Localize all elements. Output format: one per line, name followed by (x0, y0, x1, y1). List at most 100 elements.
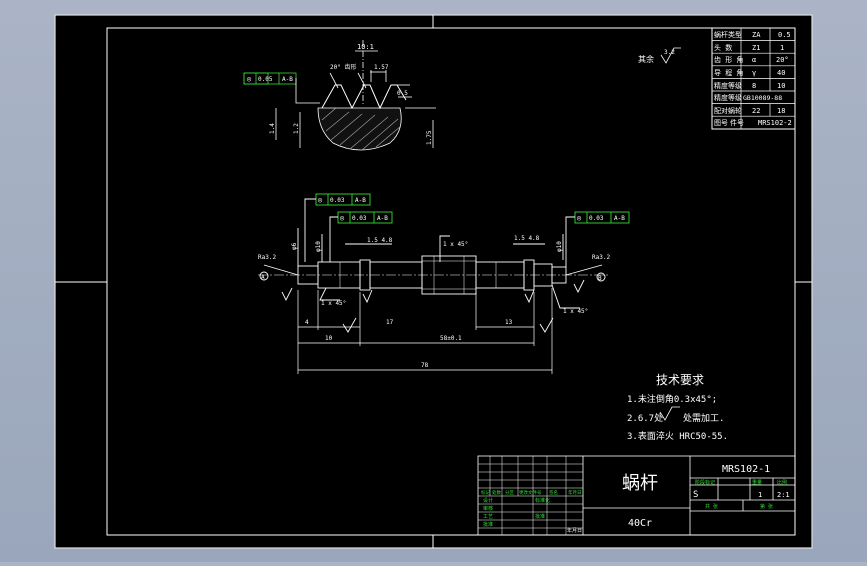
detail-dim-h3: 1.75 (426, 130, 433, 145)
detail-tol-value: 0.05 (258, 76, 273, 83)
main-view: ◎ 0.03 A-B ◎ 0.03 A-B ◎ 0.03 A-B φ6 φ10 … (258, 193, 630, 374)
tol1-datum: A-B (355, 197, 366, 204)
spec-row-7-symbol: 件号 (730, 118, 744, 127)
spec-row-5-label: 精度等级 (714, 93, 742, 102)
tol1-value: 0.03 (330, 197, 345, 204)
weight-header: 重量 (752, 479, 762, 486)
tech-item-3: 3.表面淬火 HRC50-55. (627, 430, 728, 442)
tol2-symbol: ◎ (340, 214, 345, 222)
spec-row-5-symbol: GB10089-88 (743, 94, 782, 102)
approval-label: 批准 (535, 513, 545, 520)
spec-row-1-symbol: Z1 (752, 44, 760, 52)
material: 40Cr (628, 518, 652, 529)
tech-title: 技术要求 (656, 373, 704, 387)
spec-row-2-value: 20° (776, 56, 789, 64)
detail-tol-datum: A-B (282, 76, 293, 83)
groove-right: 1.5 4.8 (514, 235, 540, 242)
detail-angle: 20° 齿形 (330, 63, 356, 71)
spec-table: 蜗杆类型 ZA 0.5 头 数 Z1 1 齿 形 角 α 20° 导 程 角 γ… (711, 27, 796, 130)
centering-marks (55, 15, 812, 548)
scale-header: 比例 (777, 479, 787, 486)
roughness-value: 3.2 (664, 49, 675, 56)
left-end-roughness: A Ra3.2 (258, 254, 299, 302)
detail-scale: 10:1 (357, 43, 374, 51)
spec-row-1-label: 头 数 (714, 43, 732, 52)
tol2-value: 0.03 (352, 215, 367, 222)
chamfer-mid: 1 x 45° (443, 241, 468, 248)
general-roughness: 其余 3.2 (638, 47, 681, 64)
part-name: 蜗杆 (622, 473, 658, 494)
tech-requirements: 技术要求 1.未注倒角0.3x45°; 2.6.7处 处需加工. 3.表面淬火 … (627, 373, 728, 442)
tol1-symbol: ◎ (318, 196, 323, 204)
spec-row-0-value: 0.5 (778, 31, 791, 39)
detail-dim-a: 1.57 (374, 64, 389, 71)
detail-dim-h1: 1.4 (269, 123, 276, 134)
detail-dim-h2: 1.2 (293, 123, 300, 134)
spec-row-3-value: 40 (777, 69, 785, 77)
weight-value: 1 (758, 491, 762, 499)
sign-header-5: 年月日 (568, 489, 582, 496)
spec-row-1-value: 1 (780, 44, 784, 52)
spec-row-2-symbol: α (752, 56, 756, 64)
spec-row-3-symbol: γ (752, 69, 756, 77)
dia-right: φ10 (556, 241, 563, 252)
roughness-symbol-icon (660, 47, 681, 64)
roughness-icon (659, 406, 680, 421)
left-finish: Ra3.2 (258, 254, 276, 261)
spec-row-2-label: 齿 形 角 (714, 55, 743, 64)
title-block-text: 蜗杆 40Cr MRS102-1 阶段标记 重量 比例 S 1 2:1 共 张 … (481, 464, 790, 534)
spec-row-6-value: 18 (777, 107, 785, 115)
date-label: 年月日 (567, 527, 582, 534)
tech-item-2-suffix: 处需加工. (683, 412, 724, 424)
tech-item-1: 1.未注倒角0.3x45°; (627, 393, 717, 405)
sheet-number: 第 张 (760, 503, 773, 510)
drawing-number: MRS102-1 (722, 464, 770, 475)
dim-left-span: 10 (325, 335, 333, 342)
stage-value: S (693, 490, 698, 500)
datum-a-label: A (261, 274, 265, 281)
sign-header-0: 标记 (481, 489, 490, 496)
spec-row-4-value: 10 (777, 82, 785, 90)
dim-mid-left: 17 (386, 319, 394, 326)
sign-row-approve: 批准 (483, 521, 493, 528)
sign-row-process: 工艺 (483, 514, 493, 520)
tol3-symbol: ◎ (577, 214, 582, 222)
dim-bottom-left: 4 (305, 319, 309, 326)
spec-row-6-symbol: 22 (752, 107, 760, 115)
dim-thread-span: 58±0.1 (440, 335, 462, 342)
sign-row-design: 设计 (483, 497, 493, 504)
dia-left-1: φ6 (291, 242, 298, 250)
sign-row-review: 审核 (483, 505, 493, 512)
right-finish: Ra3.2 (592, 254, 610, 261)
sign-header-1: 处数 (492, 489, 501, 496)
standard-label: 标准化 (535, 497, 550, 504)
spec-row-3-label: 导 程 角 (714, 68, 743, 77)
tol3-datum: A-B (614, 215, 625, 222)
chamfer-right: 1 x 45° (563, 308, 588, 315)
dia-left-2: φ10 (315, 241, 322, 252)
stage-header: 阶段标记 (695, 479, 715, 486)
spec-row-7-label: 图号 (714, 119, 728, 127)
spec-row-6-label: 配对蜗轮 (714, 106, 742, 115)
title-block (477, 455, 796, 536)
spec-row-4-symbol: 8 (752, 82, 756, 90)
spec-row-0-symbol: ZA (752, 31, 761, 39)
datum-b-label: B (598, 275, 602, 282)
spec-row-0-label: 蜗杆类型 (714, 30, 742, 39)
scale-value: 2:1 (777, 491, 790, 499)
paper-border (54, 14, 813, 549)
right-end-roughness: B Ra3.2 (565, 254, 610, 294)
dim-mid-right: 13 (505, 319, 513, 326)
detail-tol-symbol: ◎ (247, 75, 252, 83)
tol2-datum: A-B (377, 215, 388, 222)
sign-header-2: 分区 (505, 489, 514, 496)
groove-left: 1.5 4.8 (367, 237, 393, 244)
dim-total: 78 (421, 362, 429, 369)
tol3-value: 0.03 (589, 215, 604, 222)
detail-view: 10:1 ◎ 0.05 A-B 1.57 20° 齿形 0.5 (243, 40, 436, 151)
detail-dim-b: 0.5 (397, 90, 408, 97)
chamfer-left: 1 x 45° (321, 300, 346, 307)
sign-header-4: 签名 (549, 489, 558, 496)
